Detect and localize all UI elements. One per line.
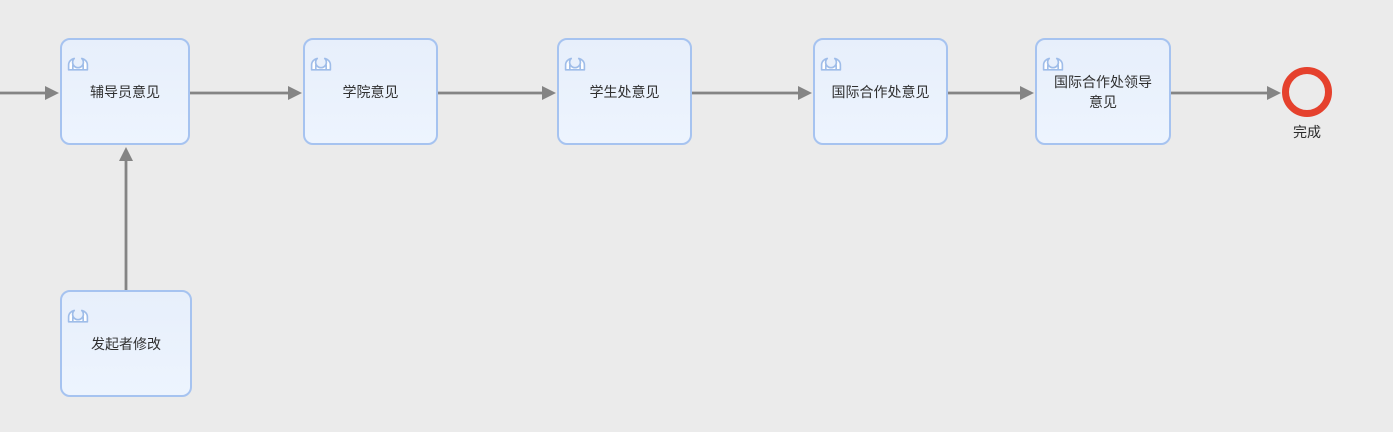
user-icon [1042, 57, 1064, 71]
flow-arrow-intl-coop-to-leader [948, 86, 1034, 100]
task-node-counselor-opinion: 辅导员意见 [60, 38, 190, 145]
flow-arrow-student-affairs-to-intl-coop [692, 86, 812, 100]
task-node-student-affairs-opinion: 学生处意见 [557, 38, 692, 145]
task-label: 学生处意见 [589, 83, 660, 100]
flow-arrow-initiator-to-counselor [119, 147, 133, 290]
user-icon [310, 57, 332, 71]
task-node-intl-cooperation-leader-opinion: 国际合作处领导意见 [1035, 38, 1171, 145]
end-event-label: 完成 [1293, 124, 1321, 140]
user-icon [820, 57, 842, 71]
flow-arrow-college-to-student-affairs [438, 86, 556, 100]
task-label: 国际合作处领导意见 [1054, 73, 1152, 110]
task-label: 发起者修改 [91, 335, 161, 352]
flow-arrow-start-to-counselor [0, 86, 59, 100]
task-label: 辅导员意见 [90, 83, 160, 100]
task-label: 学院意见 [342, 83, 399, 100]
user-icon [67, 309, 89, 323]
task-node-intl-cooperation-opinion: 国际合作处意见 [813, 38, 948, 145]
flow-arrow-leader-to-end [1171, 86, 1281, 100]
flow-arrow-counselor-to-college [190, 86, 302, 100]
task-node-initiator-revision: 发起者修改 [60, 290, 192, 397]
user-icon [67, 57, 89, 71]
task-node-college-opinion: 学院意见 [303, 38, 438, 145]
end-event-circle [1282, 67, 1332, 117]
task-label: 国际合作处意见 [831, 83, 930, 100]
user-icon [564, 57, 586, 71]
